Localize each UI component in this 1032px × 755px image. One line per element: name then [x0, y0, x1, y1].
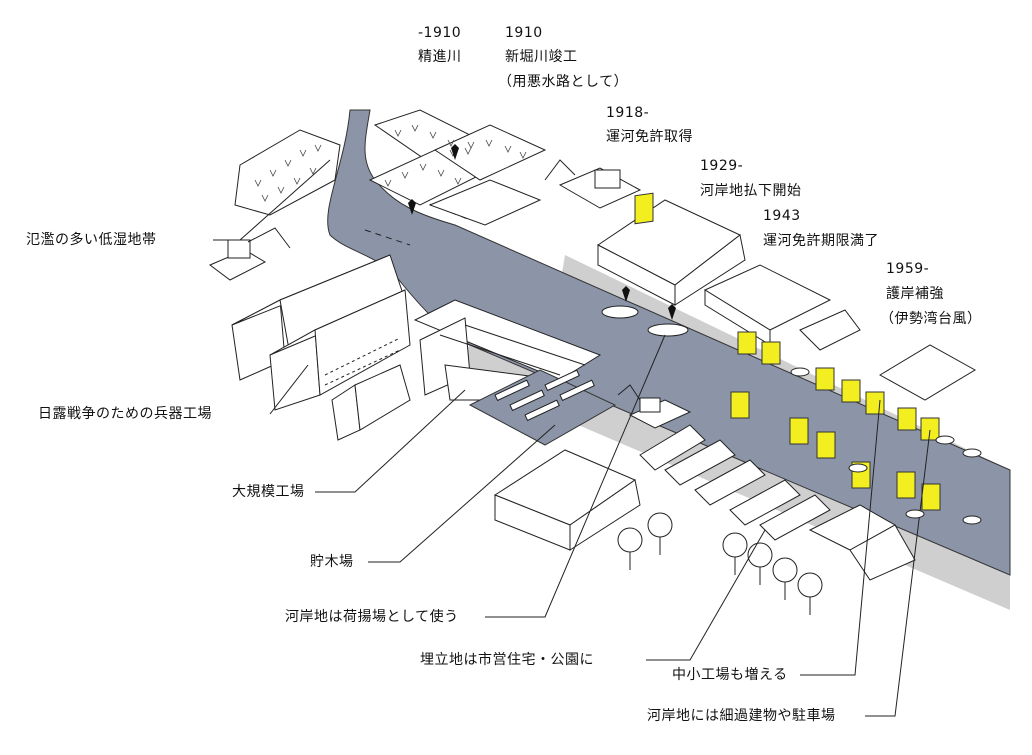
timeline-text-3: 運河免許取得: [606, 129, 693, 145]
highlighted-riverbank-buildings: [634, 192, 941, 511]
callout-lumberyard: 貯木場: [310, 554, 354, 570]
timeline-year-5: 1943: [763, 208, 801, 224]
timeline-note-6: （伊勢湾台風）: [880, 311, 982, 327]
excavator-right: [544, 159, 642, 209]
callout-arsenal: 日露戦争のための兵器工場: [38, 406, 212, 422]
boats: [408, 144, 689, 337]
cars: [790, 367, 982, 525]
arsenal-buildings: [231, 254, 411, 441]
timeline-text-5: 運河免許期限満了: [763, 233, 879, 249]
warehouses-upper-bank: [597, 199, 976, 401]
timeline-text-4: 河岸地払下開始: [700, 183, 802, 199]
callout-parking: 河岸地には細過建物や駐車場: [647, 708, 836, 724]
timeline-year-4: 1929-: [700, 158, 744, 174]
excavator-center: [617, 384, 692, 429]
callout-lowland: 氾濫の多い低湿地帯: [26, 232, 157, 248]
timeline-text-1: 精進川: [418, 49, 462, 65]
callout-landfill: 埋立地は市営住宅・公園に: [420, 652, 594, 668]
lumberyard: [468, 369, 617, 446]
timeline-note-2: （用悪水路として）: [498, 74, 629, 90]
marsh-grass: [254, 124, 527, 202]
leader-lines: [213, 159, 931, 717]
large-factory: [413, 299, 602, 401]
timeline-year-2: 1910: [505, 25, 543, 41]
callout-large-factory: 大規模工場: [232, 484, 305, 500]
marsh-plots: [234, 109, 547, 226]
timeline-text-2: 新堀川竣工: [505, 49, 578, 65]
callout-cargo: 河岸地は荷揚場として使う: [285, 609, 459, 625]
excavator-left: [209, 227, 291, 281]
timeline-year-1: -1910: [418, 25, 462, 41]
housing-blocks: [639, 424, 831, 541]
timeline-text-6: 護岸補強: [886, 286, 944, 302]
timeline-year-6: 1959-: [886, 261, 930, 277]
warehouses-lower-bank: [493, 449, 916, 581]
callout-small-factory: 中小工場も増える: [672, 667, 788, 683]
timeline-year-3: 1918-: [606, 105, 650, 121]
